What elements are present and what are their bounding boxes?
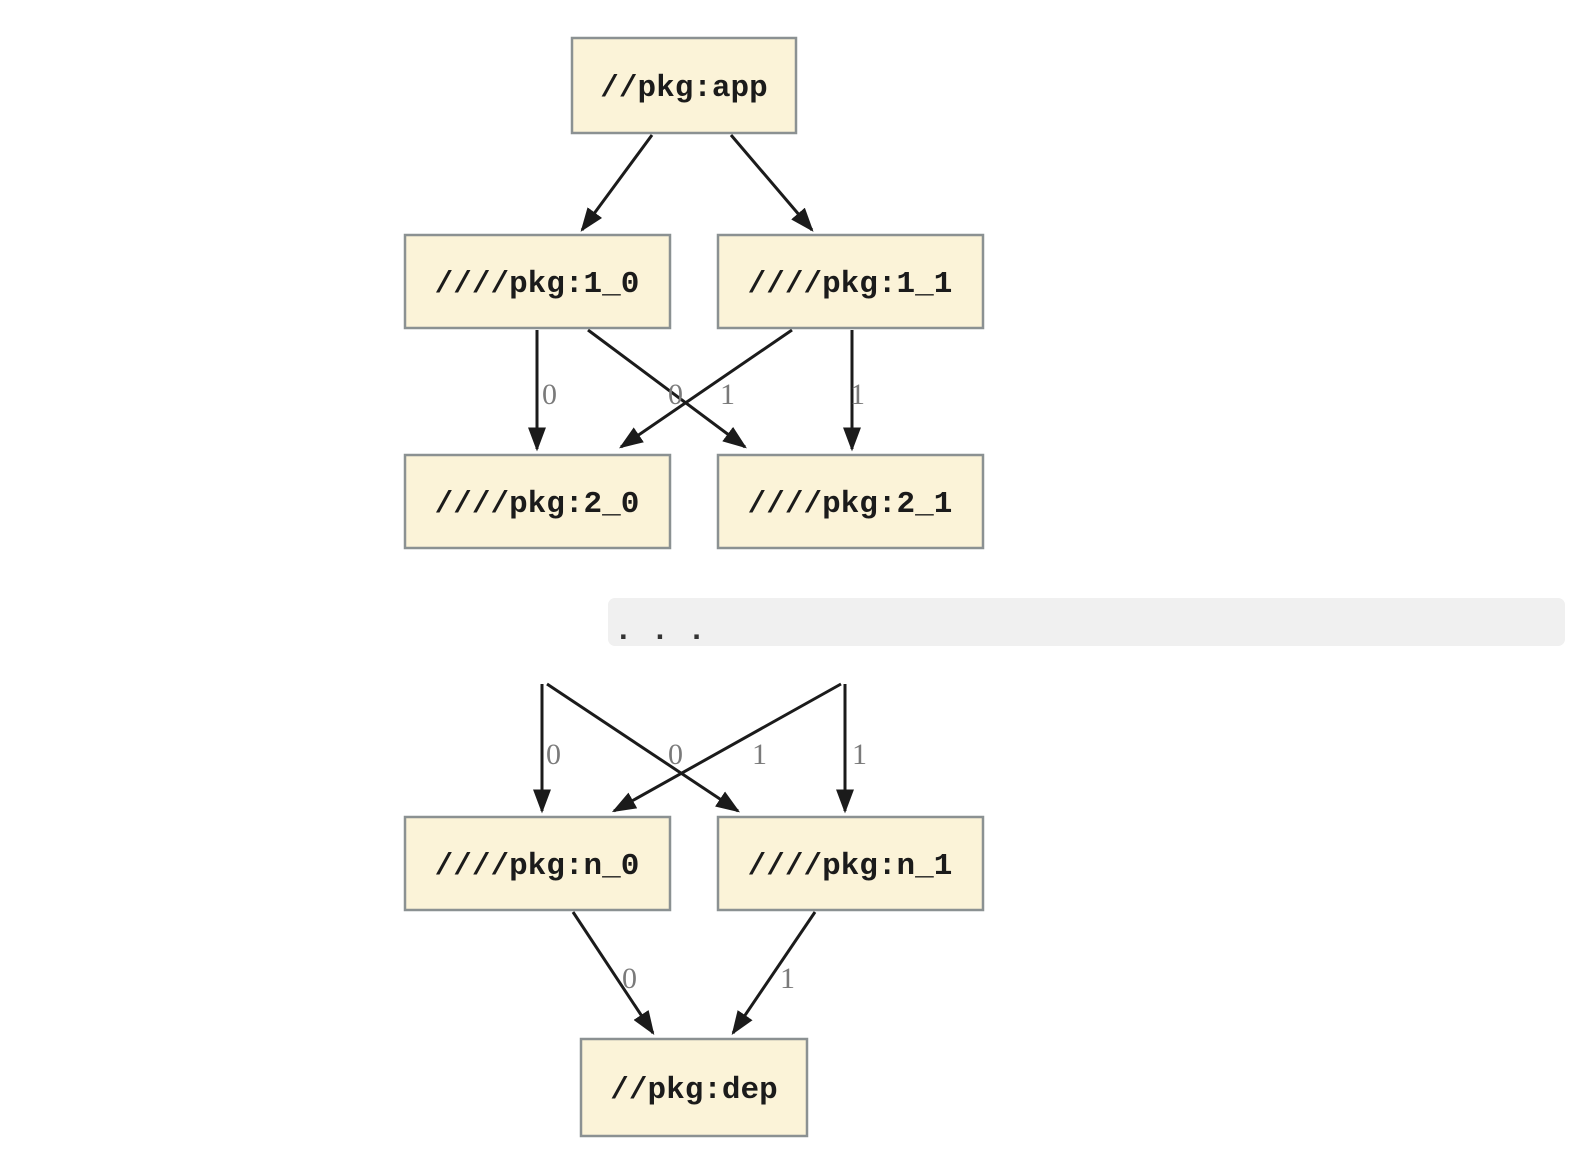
edge-label: 1 (780, 962, 795, 995)
node-pkgn_1-label: ////pkg:n_1 (748, 849, 953, 884)
node-pkgn_1: ////pkg:n_1 (716, 815, 985, 912)
node-dep-label: //pkg:dep (610, 1073, 777, 1108)
edge-label: 1 (752, 738, 767, 771)
node-pkgn_0: ////pkg:n_0 (403, 815, 672, 912)
edge-label: 1 (852, 738, 867, 771)
ellipsis-band: ... (608, 598, 1565, 649)
edge-app-to-pkg1_0 (580, 134, 654, 232)
edge-hidden1-to-pkgn_0 (611, 682, 842, 813)
node-pkg2_0-box (403, 453, 672, 550)
node-pkg1_1-box (716, 233, 985, 330)
edge-pkgn_1-to-dep (731, 911, 817, 1035)
node-pkg1_1-label: ////pkg:1_1 (748, 267, 953, 302)
ellipsis-dots: ... (614, 614, 724, 649)
node-pkgn_0-box (403, 815, 672, 912)
edge-hidden0-to-pkgn_1 (546, 682, 740, 813)
edge-label: 0 (622, 962, 637, 995)
edge-label: 1 (720, 378, 735, 411)
node-dep-box (579, 1037, 809, 1138)
edge-label: 0 (668, 378, 683, 411)
node-app: //pkg:app (570, 36, 798, 135)
edge-app-to-pkg1_1 (729, 134, 814, 232)
edge-label: 0 (546, 738, 561, 771)
node-pkg2_1-box (716, 453, 985, 550)
node-pkg2_1: ////pkg:2_1 (716, 453, 985, 550)
edge-label: 0 (668, 738, 683, 771)
node-pkg2_0: ////pkg:2_0 (403, 453, 672, 550)
edge-pkg1_0-to-pkg2_1 (587, 328, 747, 449)
node-pkg1_1: ////pkg:1_1 (716, 233, 985, 330)
node-app-box (570, 36, 798, 135)
node-pkg2_0-label: ////pkg:2_0 (435, 487, 640, 522)
node-pkg1_0: ////pkg:1_0 (403, 233, 672, 330)
edge-label: 1 (850, 378, 865, 411)
node-pkg2_1-label: ////pkg:2_1 (748, 487, 953, 522)
node-pkg1_0-box (403, 233, 672, 330)
edge-pkg1_1-to-pkg2_0 (619, 328, 793, 449)
node-pkgn_1-box (716, 815, 985, 912)
node-pkg1_0-label: ////pkg:1_0 (435, 267, 640, 302)
node-pkgn_0-label: ////pkg:n_0 (435, 849, 640, 884)
node-dep: //pkg:dep (579, 1037, 809, 1138)
ellipsis-band-box (608, 598, 1565, 646)
edge-label: 0 (542, 378, 557, 411)
node-app-label: //pkg:app (600, 71, 767, 106)
edge-pkgn_0-to-dep (571, 911, 655, 1036)
